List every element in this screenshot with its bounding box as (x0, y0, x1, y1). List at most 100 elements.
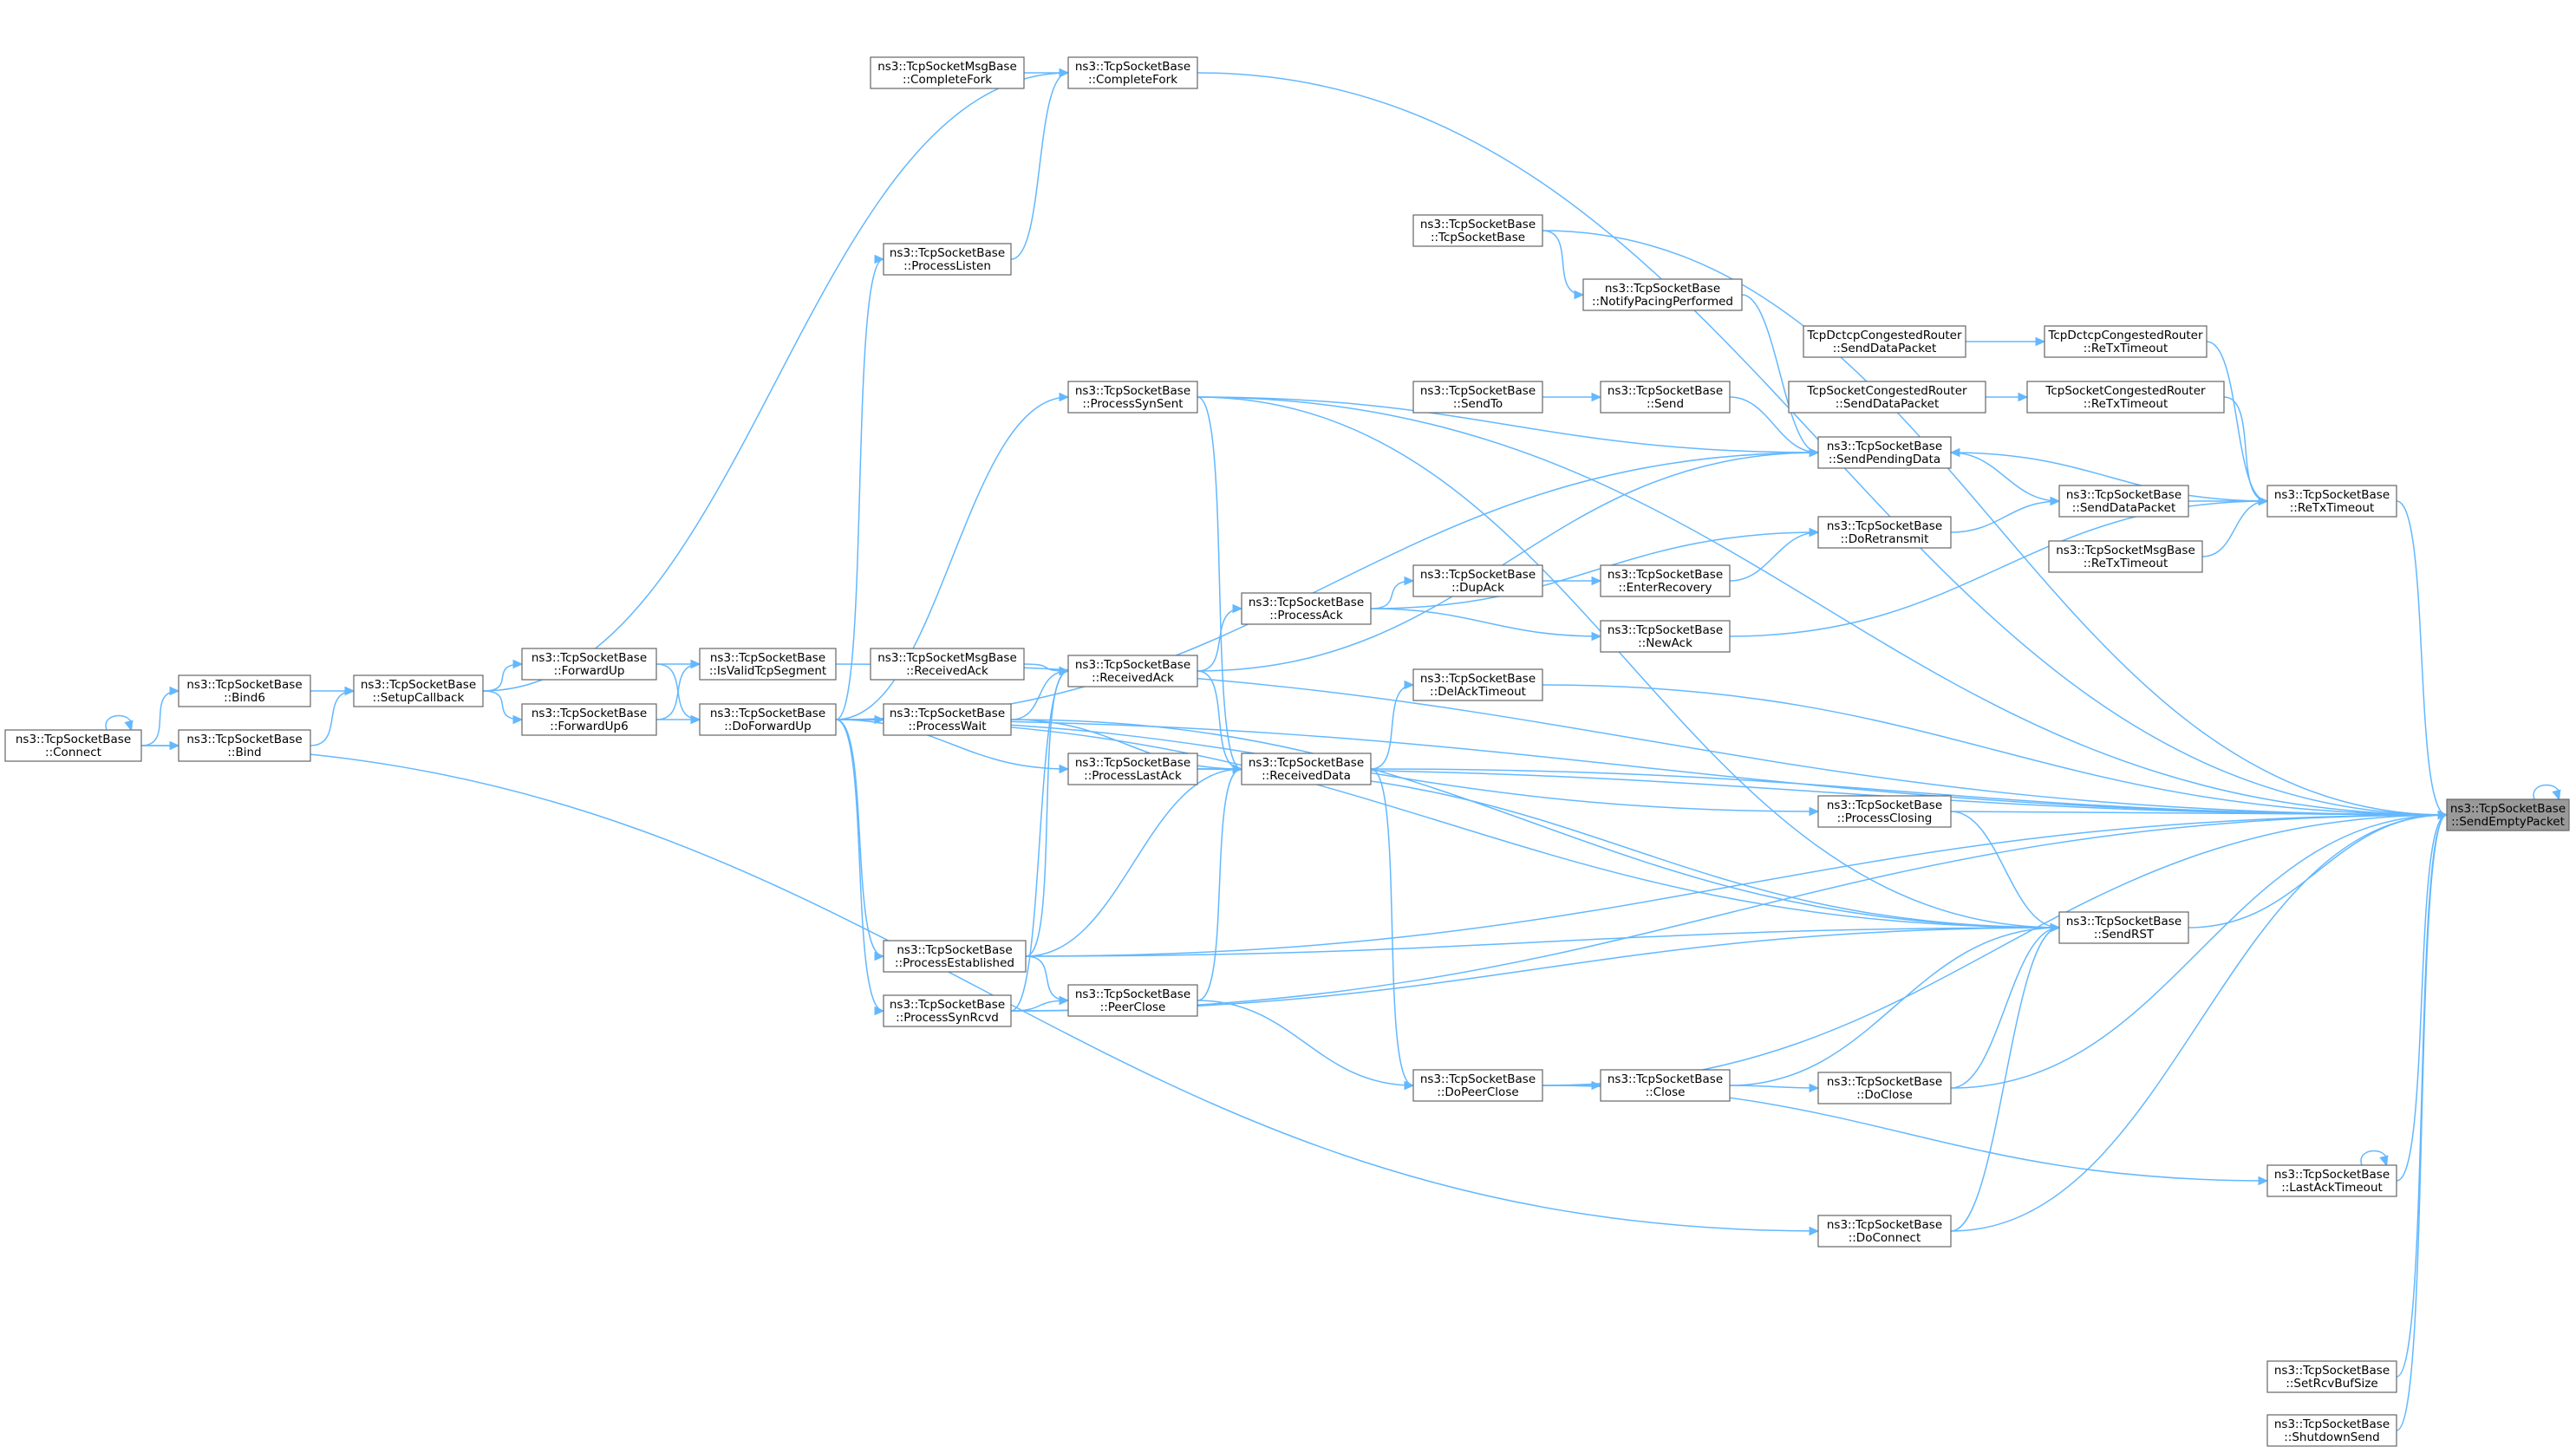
edge-bind-to-setcb (310, 686, 355, 746)
graph-node-doconnect[interactable]: ns3::TcpSocketBase::DoConnect (1817, 1215, 1952, 1248)
edge-line (655, 663, 701, 720)
graph-node-fwdup6[interactable]: ns3::TcpSocketBase::ForwardUp6 (521, 703, 657, 736)
graph-node-bind[interactable]: ns3::TcpSocketBase::Bind (178, 729, 311, 762)
graph-node-msgfork[interactable]: ns3::TcpSocketMsgBase::CompleteFork (870, 56, 1025, 89)
graph-node-enterrec[interactable]: ns3::TcpSocketBase::EnterRecovery (1600, 564, 1731, 597)
graph-node-recdata[interactable]: ns3::TcpSocketBase::ReceivedData (1241, 753, 1372, 785)
node-label-line: ::ProcessEstablished (895, 956, 1014, 970)
graph-node-bind6[interactable]: ns3::TcpSocketBase::Bind6 (178, 674, 311, 707)
nodes-layer: ns3::TcpSocketBase::SendEmptyPacketns3::… (4, 56, 2570, 1447)
edge-line (1025, 955, 1069, 1001)
node-label-line: ::ReTxTimeout (2084, 342, 2168, 355)
graph-node-doPeerClose[interactable]: ns3::TcpSocketBase::DoPeerClose (1412, 1069, 1543, 1102)
edge-line (1197, 396, 2060, 928)
edge-arrowhead (1809, 1083, 1820, 1093)
edge-est-to-root (1025, 810, 2449, 957)
graph-node-newack[interactable]: ns3::TcpSocketBase::NewAck (1600, 620, 1731, 653)
node-box (2058, 485, 2189, 518)
node-box (1600, 564, 1731, 597)
graph-node-tsb[interactable]: ns3::TcpSocketBase::TcpSocketBase (1412, 214, 1543, 247)
node-box (1600, 620, 1731, 653)
graph-node-pacing[interactable]: ns3::TcpSocketBase::NotifyPacingPerforme… (1582, 278, 1743, 311)
graph-node-fwdup[interactable]: ns3::TcpSocketBase::ForwardUp (521, 648, 657, 681)
edge-line (1197, 452, 1819, 672)
graph-node-dctcp-rtx[interactable]: TcpDctcpCongestedRouter::ReTxTimeout (2044, 325, 2208, 358)
graph-node-shutdown[interactable]: ns3::TcpSocketBase::ShutdownSend (2266, 1414, 2397, 1447)
edge-line (1370, 684, 1414, 770)
edge-line (1729, 396, 1819, 453)
node-box (2044, 325, 2208, 358)
node-label-line: ::NewAck (1638, 636, 1692, 650)
graph-node-send[interactable]: ns3::TcpSocketBase::Send (1600, 381, 1731, 414)
node-label-line: ::NotifyPacingPerformed (1592, 295, 1733, 309)
graph-node-fork[interactable]: ns3::TcpSocketBase::CompleteFork (1067, 56, 1198, 89)
edge-line (1010, 72, 1069, 260)
graph-node-cong-sdp[interactable]: TcpSocketCongestedRouter::SendDataPacket (1788, 381, 1986, 414)
edge-arrowhead (2050, 922, 2061, 933)
graph-node-setcb[interactable]: ns3::TcpSocketBase::SetupCallback (353, 674, 484, 707)
edge-line (1197, 396, 1242, 770)
edge-line (835, 719, 1069, 770)
node-label-line: ::ProcessAck (1269, 609, 1343, 622)
node-box (1067, 984, 1198, 1017)
edge-line (835, 719, 884, 957)
edge-line (1542, 230, 1584, 296)
node-label-line: ns3::TcpSocketBase (2066, 488, 2181, 502)
graph-node-close[interactable]: ns3::TcpSocketBase::Close (1600, 1069, 1731, 1102)
graph-node-procack[interactable]: ns3::TcpSocketBase::ProcessAck (1241, 592, 1372, 625)
graph-node-msgrecack[interactable]: ns3::TcpSocketMsgBase::ReceivedAck (870, 648, 1025, 681)
edge-line (1950, 452, 2268, 502)
graph-node-doclose[interactable]: ns3::TcpSocketBase::DoClose (1817, 1072, 1952, 1104)
edge-connect-to-connect (105, 714, 134, 732)
edge-line (2188, 814, 2448, 928)
graph-node-sdp[interactable]: ns3::TcpSocketBase::SendDataPacket (2058, 485, 2189, 518)
edge-arrowhead (344, 686, 355, 696)
node-box (178, 674, 311, 707)
graph-node-connect[interactable]: ns3::TcpSocketBase::Connect (4, 729, 142, 762)
graph-node-rtx[interactable]: ns3::TcpSocketBase::ReTxTimeout (2266, 485, 2397, 518)
graph-node-sendto[interactable]: ns3::TcpSocketBase::SendTo (1412, 381, 1543, 414)
node-label-line: ns3::TcpSocketBase (1608, 1072, 1723, 1086)
edge-arrowhead (2258, 496, 2269, 506)
node-label-line: ::DelAckTimeout (1430, 685, 1526, 699)
node-label-line: ::ForwardUp (554, 664, 625, 678)
node-label-line: ::SendDataPacket (1836, 397, 1940, 411)
graph-node-wait[interactable]: ns3::TcpSocketBase::ProcessWait (883, 703, 1012, 736)
edge-line (1197, 768, 1242, 1001)
graph-node-synrcvd[interactable]: ns3::TcpSocketBase::ProcessSynRcvd (883, 994, 1012, 1027)
node-label-line: ::ShutdownSend (2284, 1430, 2380, 1444)
edge-fwdup-to-dofwd (655, 663, 701, 725)
graph-node-synsent[interactable]: ns3::TcpSocketBase::ProcessSynSent (1067, 381, 1198, 414)
graph-node-sendrst[interactable]: ns3::TcpSocketBase::SendRST (2058, 911, 2189, 944)
graph-node-lastack[interactable]: ns3::TcpSocketBase::ProcessLastAck (1067, 753, 1198, 785)
graph-node-sendpend[interactable]: ns3::TcpSocketBase::SendPendingData (1817, 436, 1952, 469)
graph-node-lastacktimeout[interactable]: ns3::TcpSocketBase::LastAckTimeout (2266, 1164, 2397, 1197)
edge-dofwd-to-synrcvd (835, 719, 885, 1016)
edge-line (1950, 927, 2060, 1089)
graph-node-isvalid[interactable]: ns3::TcpSocketBase::IsValidTcpSegment (699, 648, 837, 681)
graph-node-doretrans[interactable]: ns3::TcpSocketBase::DoRetransmit (1817, 516, 1952, 549)
edge-arrowhead (1232, 603, 1243, 614)
graph-node-dofwd[interactable]: ns3::TcpSocketBase::DoForwardUp (699, 703, 837, 736)
edge-arrowhead (1809, 1226, 1820, 1236)
node-label-line: ns3::TcpSocketBase (1420, 568, 1536, 582)
graph-node-dupack[interactable]: ns3::TcpSocketBase::DupAck (1412, 564, 1543, 597)
graph-node-listen[interactable]: ns3::TcpSocketBase::ProcessListen (883, 243, 1012, 276)
node-label-line: ns3::TcpSocketBase (1075, 658, 1190, 672)
graph-node-setrcvbuf[interactable]: ns3::TcpSocketBase::SetRcvBufSize (2266, 1360, 2397, 1393)
graph-node-recack[interactable]: ns3::TcpSocketBase::ReceivedAck (1067, 655, 1198, 687)
edge-line (1197, 670, 1242, 770)
graph-node-est[interactable]: ns3::TcpSocketBase::ProcessEstablished (883, 940, 1027, 973)
graph-node-root[interactable]: ns3::TcpSocketBase::SendEmptyPacket (2446, 798, 2570, 831)
graph-node-peerclose[interactable]: ns3::TcpSocketBase::PeerClose (1067, 984, 1198, 1017)
graph-node-dctcp-sdp[interactable]: TcpDctcpCongestedRouter::SendDataPacket (1803, 325, 1966, 358)
edge-arrowhead (1591, 1080, 1602, 1091)
graph-node-msg-rtx[interactable]: ns3::TcpSocketMsgBase::ReTxTimeout (2048, 540, 2203, 573)
graph-node-procclosing[interactable]: ns3::TcpSocketBase::ProcessClosing (1817, 795, 1952, 828)
graph-node-delack[interactable]: ns3::TcpSocketBase::DelAckTimeout (1412, 668, 1543, 701)
node-label-line: ns3::TcpSocketMsgBase (2056, 544, 2195, 557)
graph-node-cong-rtx[interactable]: TcpSocketCongestedRouter::ReTxTimeout (2026, 381, 2225, 414)
node-label-line: ::ProcessListen (903, 259, 991, 273)
node-label-line: ::ForwardUp6 (550, 720, 628, 733)
edge-procclosing-to-sendrst (1950, 811, 2061, 933)
